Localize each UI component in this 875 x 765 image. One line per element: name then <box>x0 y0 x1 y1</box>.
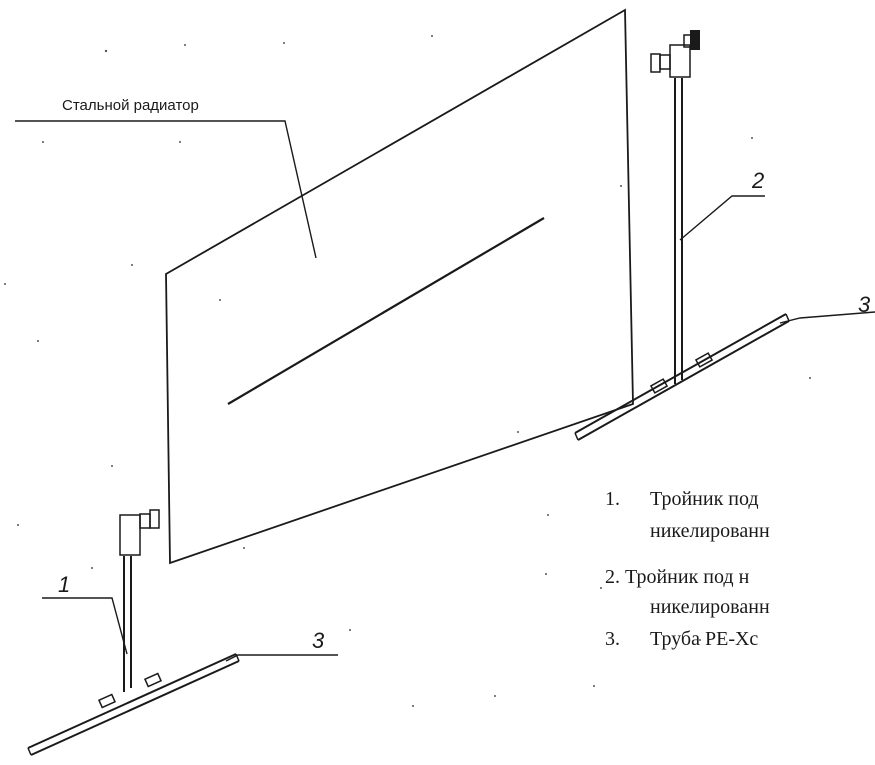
left-pipe-line-a <box>27 653 237 749</box>
legend-item-1-line-2: никелированн <box>650 520 770 542</box>
radiator-label: Стальной радиатор <box>62 97 199 114</box>
legend-item-1-line-1: Тройник под <box>650 488 759 510</box>
callout-1-number: 1 <box>58 572 70 597</box>
callout-2-leader <box>679 195 765 241</box>
right-valve-cap <box>650 53 661 73</box>
scan-specks <box>4 35 811 707</box>
left-pipe-line-b <box>30 660 240 756</box>
callout-1-leader <box>42 597 128 655</box>
right-pipe-assembly: 2 3 <box>574 30 875 441</box>
left-pipe-coupling-2 <box>143 672 163 688</box>
radiator-label-group: Стальной радиатор <box>15 97 317 259</box>
callout-3-right-number: 3 <box>858 292 871 317</box>
legend-item-2-number: 2. <box>605 566 620 588</box>
left-valve-cap <box>149 509 160 529</box>
left-valve-body <box>119 514 141 556</box>
legend-item-2-line-2: никелированн <box>650 596 770 618</box>
legend-item-3-number: 3. <box>605 628 620 650</box>
radiator-center-line <box>227 217 545 405</box>
right-pipe-coupling-2 <box>694 352 714 368</box>
callout-3-right-leader <box>779 311 875 324</box>
legend-item-1-number: 1. <box>605 488 620 510</box>
right-valve-body <box>669 44 691 78</box>
radiator-leader-line <box>15 120 317 259</box>
right-valve-thread <box>690 30 700 50</box>
right-valve-fitting <box>650 30 700 78</box>
right-pipe-end-cap-2 <box>785 313 790 322</box>
callout-3-left-leader <box>225 654 338 662</box>
radiator-outline <box>165 8 634 565</box>
left-valve-nut <box>139 513 151 529</box>
callout-2-number: 2 <box>751 168 764 193</box>
legend: 1. Тройник под никелированн 2. Тройник п… <box>605 488 770 650</box>
left-pipe-end-cap <box>27 747 32 756</box>
legend-item-3-line-1: Труба PE-Xc <box>650 628 758 650</box>
left-valve-fitting <box>119 509 160 556</box>
right-pipe-line-b <box>577 320 790 441</box>
steel-radiator <box>165 8 634 565</box>
right-pipe-end-cap <box>574 432 579 441</box>
right-pipe-coupling-1 <box>649 378 669 394</box>
left-pipe-coupling-1 <box>97 693 117 709</box>
right-valve-nut <box>659 54 671 70</box>
callout-3-left-number: 3 <box>312 628 325 653</box>
right-valve-nipple <box>683 34 693 48</box>
right-pipe-line-a <box>574 313 787 434</box>
legend-item-2-line-1: Тройник под н <box>625 566 750 588</box>
left-pipe-assembly: 1 3 <box>27 509 338 756</box>
